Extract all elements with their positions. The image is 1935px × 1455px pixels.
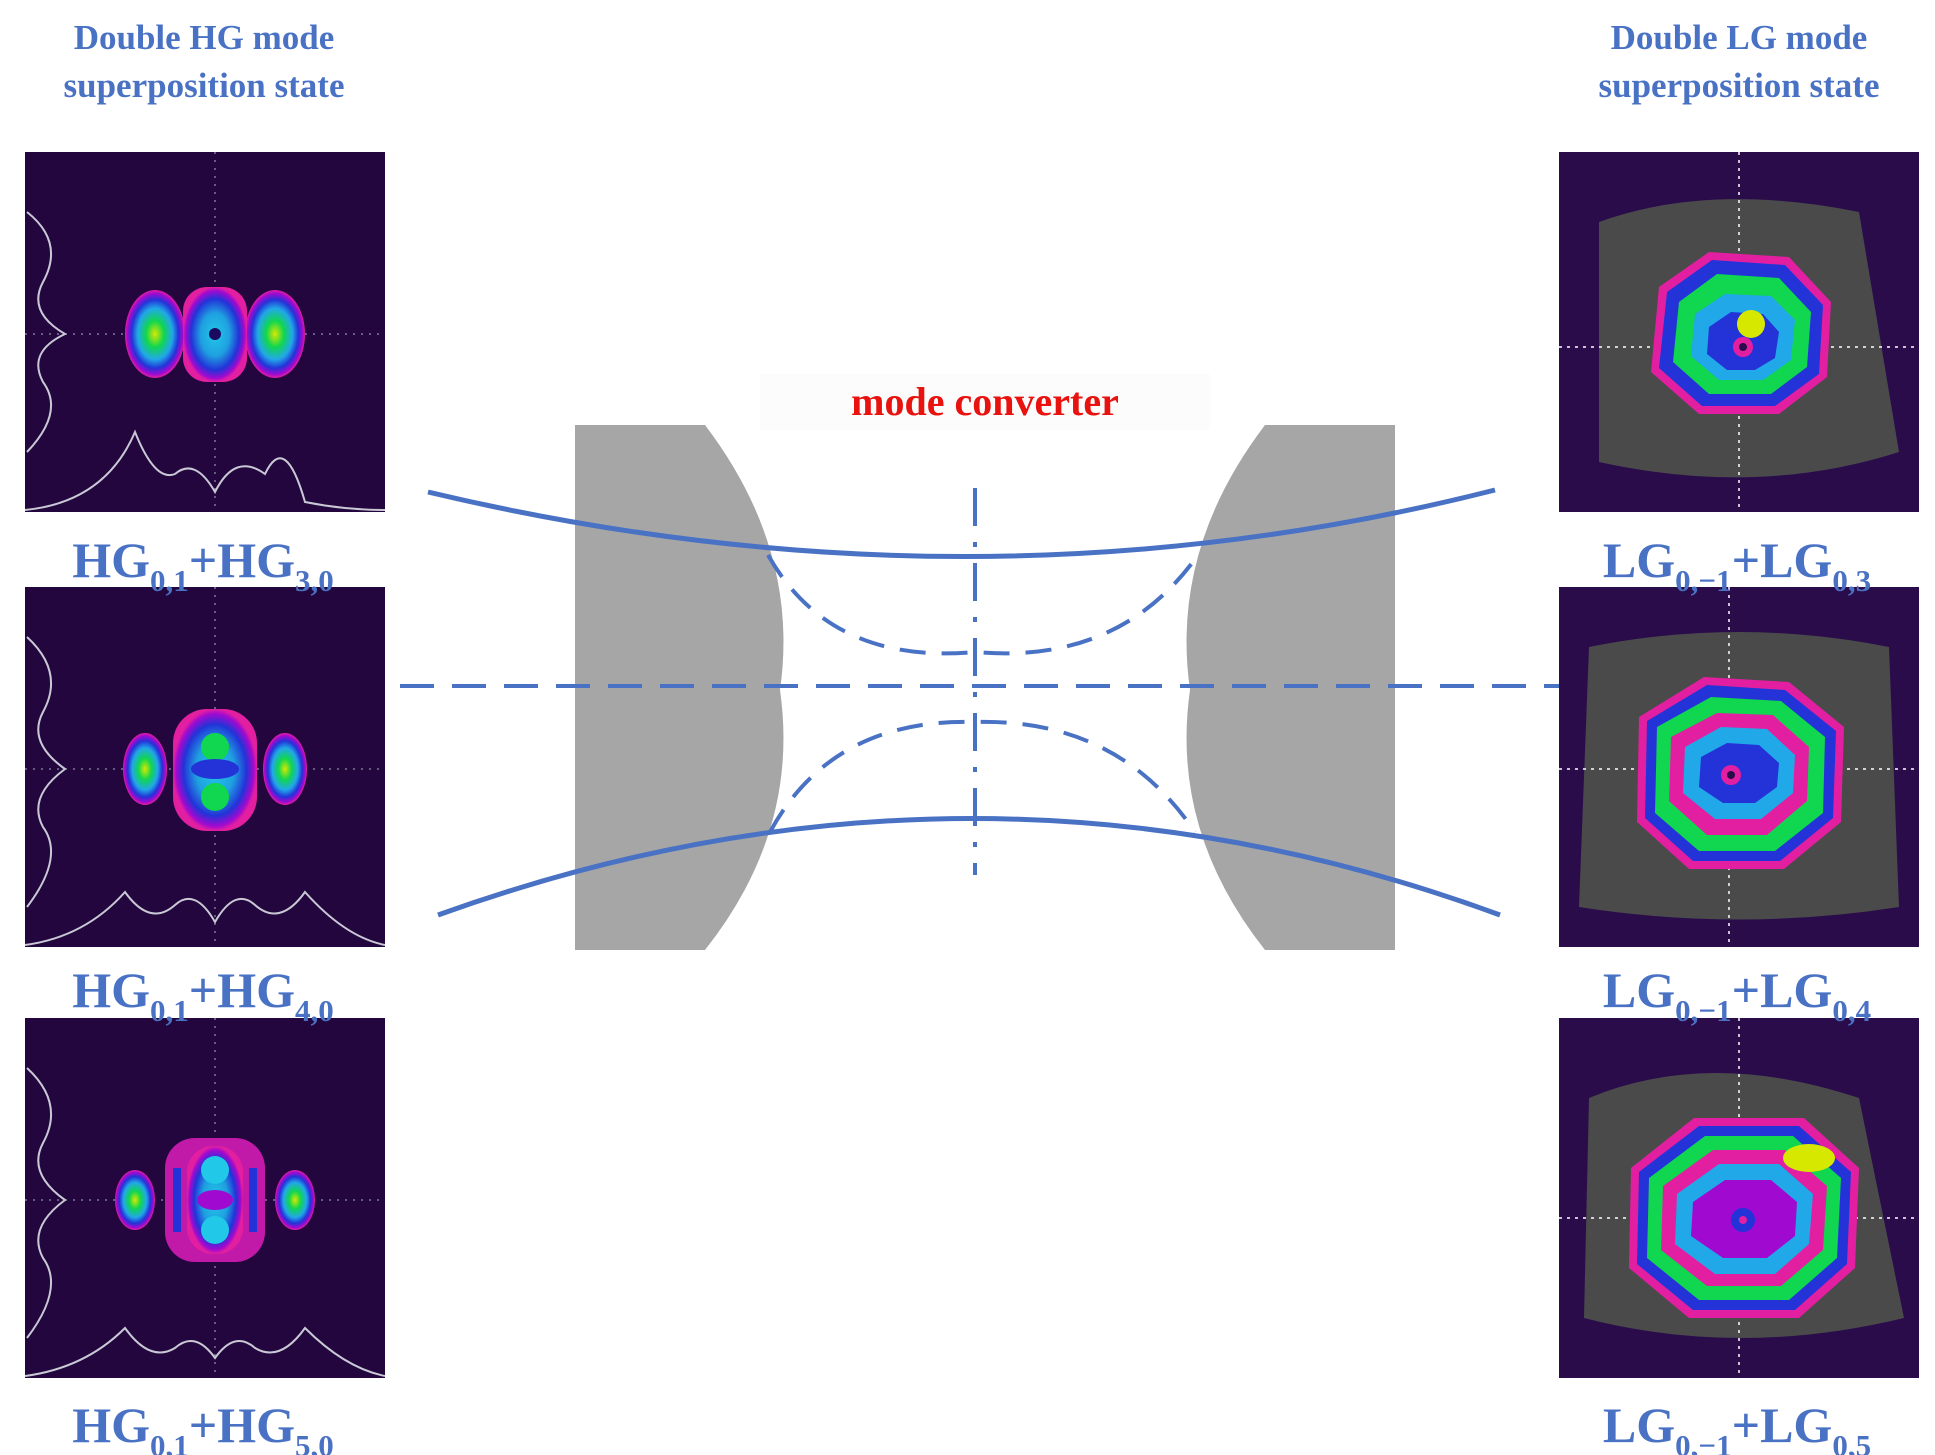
hg-mode-image-1 xyxy=(25,152,385,512)
lg-label-1-term-a: LG xyxy=(1602,532,1676,588)
lg-label-3-term-a: LG xyxy=(1602,1397,1676,1453)
beam-upper-dashed xyxy=(766,553,1200,656)
hg-label-2-term-b: HG xyxy=(217,962,296,1018)
hg-mode-image-2 xyxy=(25,587,385,947)
lg-label-3-sub-b: 0,5 xyxy=(1832,1428,1872,1455)
lg-label-2-term-b: LG xyxy=(1760,962,1833,1018)
lg-mode-image-1 xyxy=(1559,152,1919,512)
lg-label-2-term-a: LG xyxy=(1602,962,1676,1018)
hg-label-3-term-a: HG xyxy=(72,1397,150,1453)
lg-label-2-sub-b: 0,4 xyxy=(1832,993,1872,1028)
beam-upper-solid xyxy=(427,487,1496,559)
lg-label-1-term-b: LG xyxy=(1760,532,1833,588)
hg-label-3-term-b: HG xyxy=(217,1397,296,1453)
hg-label-2-sub-b: 4,0 xyxy=(295,993,334,1028)
hg-label-1-sub-b: 3,0 xyxy=(295,563,334,598)
hg-label-3: HG0,1+HG5,0 xyxy=(0,1395,413,1455)
lg-mode-image-3 xyxy=(1559,1018,1919,1378)
lg-label-1-plus: + xyxy=(1731,532,1761,588)
lg-label-3: LG0,−1+LG0,5 xyxy=(1527,1395,1935,1455)
hg-label-3-sub-b: 5,0 xyxy=(295,1428,334,1455)
lg-label-3-plus: + xyxy=(1731,1397,1761,1453)
hg-label-1-term-a: HG xyxy=(72,532,150,588)
beam-lower-solid xyxy=(437,816,1501,918)
hg-label-1: HG0,1+HG3,0 xyxy=(0,530,413,596)
lg-label-2: LG0,−1+LG0,4 xyxy=(1527,960,1935,1026)
mode-converter-label: mode converter xyxy=(760,374,1210,430)
lg-label-1-sub-b: 0,3 xyxy=(1832,563,1872,598)
right-header-line2: superposition state xyxy=(1598,66,1880,105)
lg-label-2-plus: + xyxy=(1731,962,1761,1018)
left-header-line1: Double HG mode xyxy=(73,18,335,57)
hg-label-2-plus: + xyxy=(188,962,218,1018)
beam-lower-dashed xyxy=(768,719,1197,834)
lg-label-3-sub-a: 0,−1 xyxy=(1675,1428,1732,1455)
hg-mode-image-3 xyxy=(25,1018,385,1378)
hg-label-2-term-a: HG xyxy=(72,962,150,1018)
lg-label-2-sub-a: 0,−1 xyxy=(1675,993,1732,1028)
lg-label-1-sub-a: 0,−1 xyxy=(1675,563,1732,598)
lg-mode-image-2 xyxy=(1559,587,1919,947)
lg-label-1: LG0,−1+LG0,3 xyxy=(1527,530,1935,596)
hg-label-1-plus: + xyxy=(188,532,218,588)
hg-label-2-sub-a: 0,1 xyxy=(150,993,189,1028)
left-header-line2: superposition state xyxy=(63,66,345,105)
hg-label-1-term-b: HG xyxy=(217,532,296,588)
right-header: Double LG mode superposition state xyxy=(1539,14,1935,110)
hg-label-1-sub-a: 0,1 xyxy=(150,563,189,598)
left-header: Double HG mode superposition state xyxy=(4,14,404,110)
lg-label-3-term-b: LG xyxy=(1760,1397,1833,1453)
hg-label-2: HG0,1+HG4,0 xyxy=(0,960,413,1026)
right-header-line1: Double LG mode xyxy=(1610,18,1868,57)
hg-label-3-sub-a: 0,1 xyxy=(150,1428,189,1455)
hg-label-3-plus: + xyxy=(188,1397,218,1453)
